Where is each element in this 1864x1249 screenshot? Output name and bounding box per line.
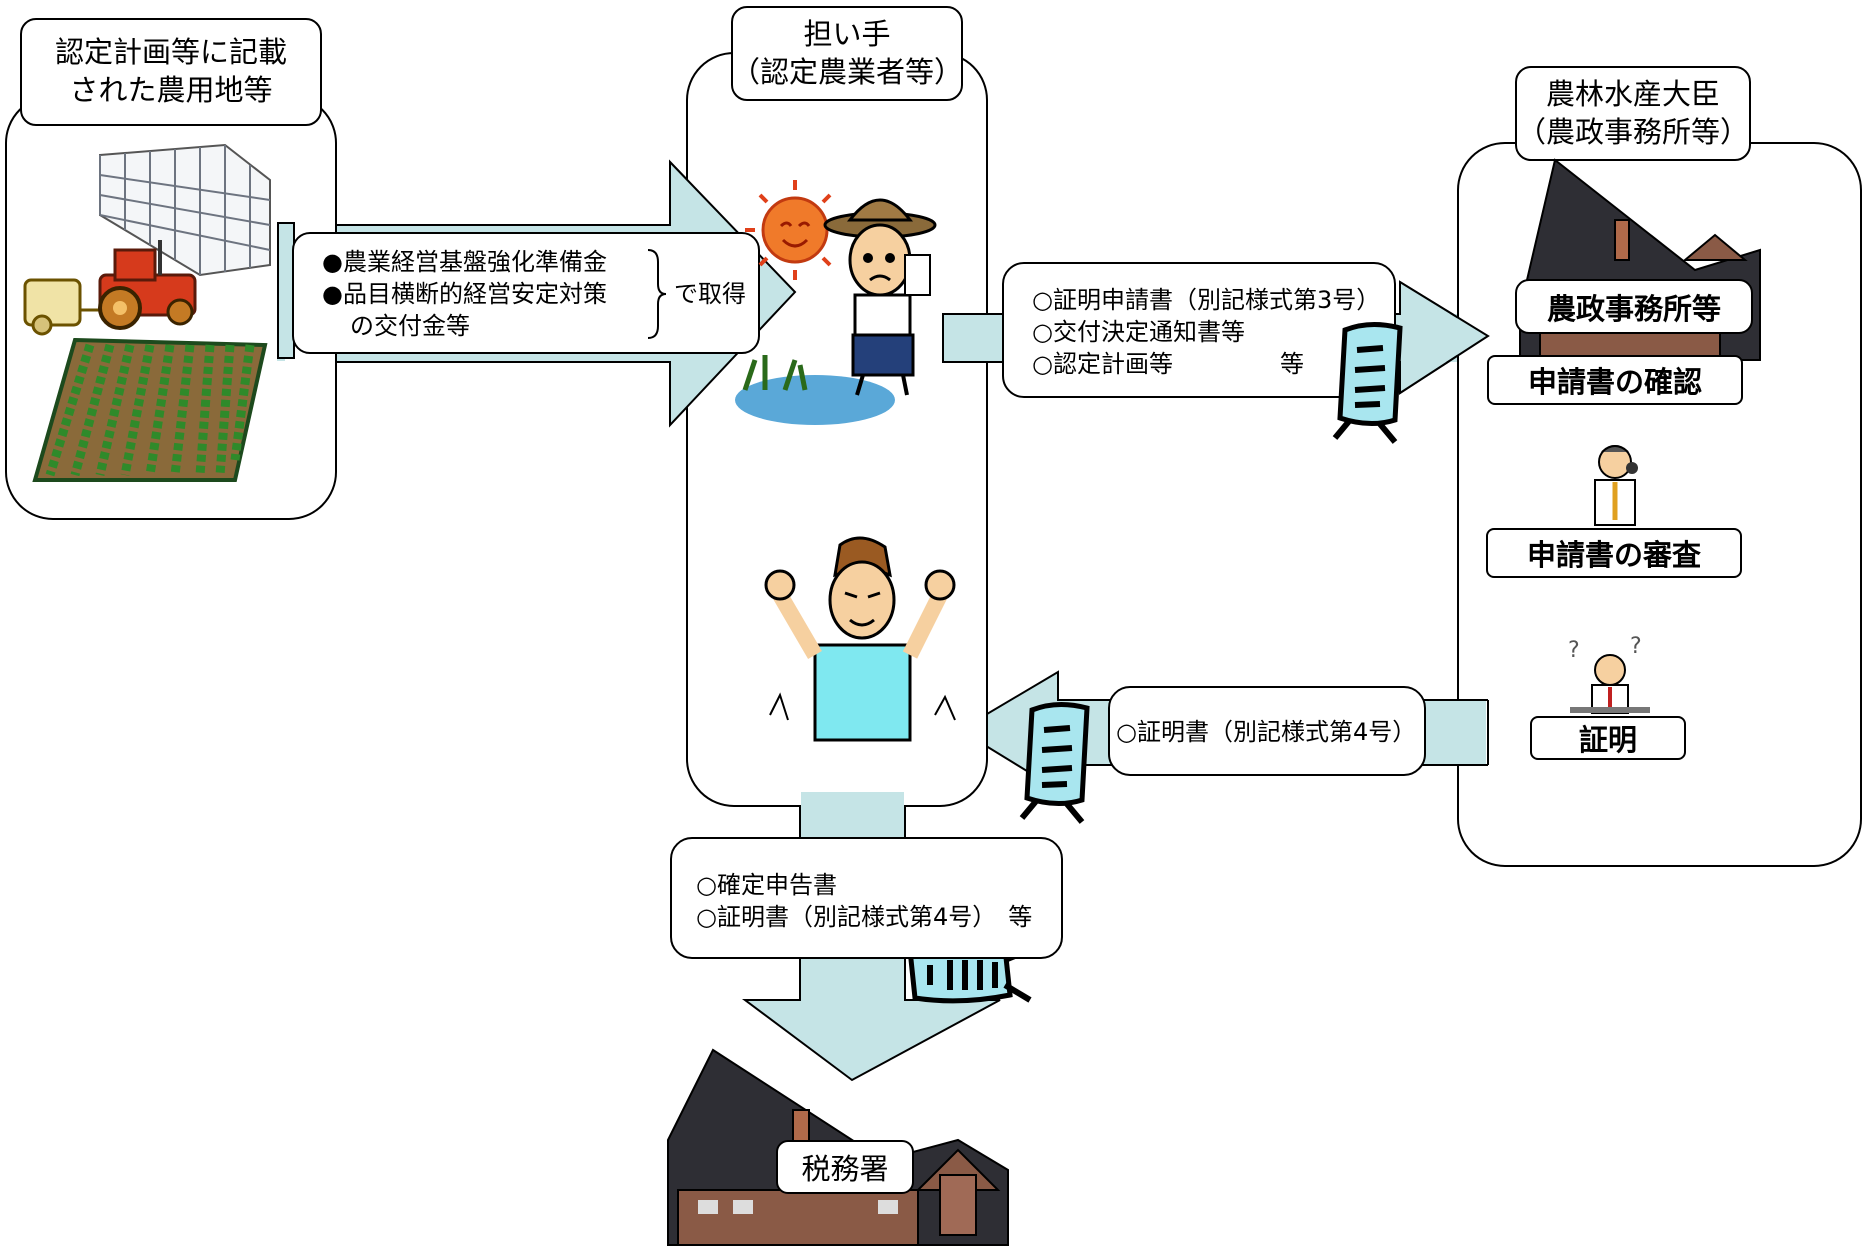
acquisition-suffix: で取得 [674, 280, 746, 308]
step-review: 申請書の審査 [1486, 528, 1742, 578]
happy-farmer-icon [764, 536, 956, 742]
application-item: ○証明申請書（別記様式第3号） [1032, 286, 1381, 314]
land-title: 認定計画等に記載 された農用地等 [20, 18, 322, 126]
tractor-icon [23, 240, 197, 336]
step-certify: 証明 [1530, 716, 1686, 760]
application-arrow-tail-fill [943, 314, 989, 362]
acquisition-item: の交付金等 [350, 312, 470, 340]
farmer-title: 担い手 （認定農業者等） [731, 6, 963, 101]
land-illustrations [23, 143, 271, 482]
application-item: ○交付決定通知書等 [1032, 318, 1245, 346]
happy-farmer-illustration [764, 536, 956, 742]
svg-text:?: ? [1630, 634, 1642, 659]
tax-office-label: 税務署 [776, 1140, 914, 1194]
farmer-icon [735, 198, 937, 425]
tax-filing-box: ○確定申告書 ○証明書（別記様式第4号） 等 [670, 837, 1063, 959]
certificate-item: ○証明書（別記様式第4号） [1116, 718, 1417, 746]
step-confirm: 申請書の確認 [1487, 355, 1743, 405]
office-label: 農政事務所等 [1515, 279, 1753, 334]
application-arrow-head-fill [1400, 282, 1488, 393]
tax-filing-item: ○確定申告書 [696, 871, 837, 899]
application-etc: 等 [1280, 350, 1304, 378]
acquisition-item: ●農業経営基盤強化準備金 [322, 248, 607, 276]
acquisition-box: ●農業経営基盤強化準備金 ●品目横断的経営安定対策 の交付金等 で取得 [292, 232, 760, 354]
application-box: ○証明申請書（別記様式第3号） ○交付決定通知書等 ○認定計画等 等 [1002, 262, 1396, 398]
document-icon [1332, 322, 1403, 444]
official-icon [1594, 445, 1638, 526]
tax-filing-item: ○証明書（別記様式第4号） 等 [696, 903, 1033, 931]
document-icon [1019, 702, 1090, 824]
greenhouse-icon [99, 143, 271, 277]
ministry-title: 農林水産大臣 （農政事務所等） [1515, 66, 1751, 161]
brace-icon [647, 249, 667, 339]
puzzled-official-icon: ? ? [1568, 634, 1650, 714]
application-item: ○認定計画等 [1032, 350, 1173, 378]
certificate-box: ○証明書（別記様式第4号） [1108, 686, 1426, 776]
acquisition-item: ●品目横断的経営安定対策 [322, 280, 607, 308]
tax-arrow [741, 954, 1001, 1082]
farmer-sun-illustration [735, 180, 937, 425]
tax-connector-fill [801, 792, 904, 837]
field-icon [32, 337, 268, 482]
sun-icon [745, 180, 845, 280]
certificate-arrow-tail [1420, 701, 1486, 764]
svg-text:?: ? [1568, 638, 1580, 663]
